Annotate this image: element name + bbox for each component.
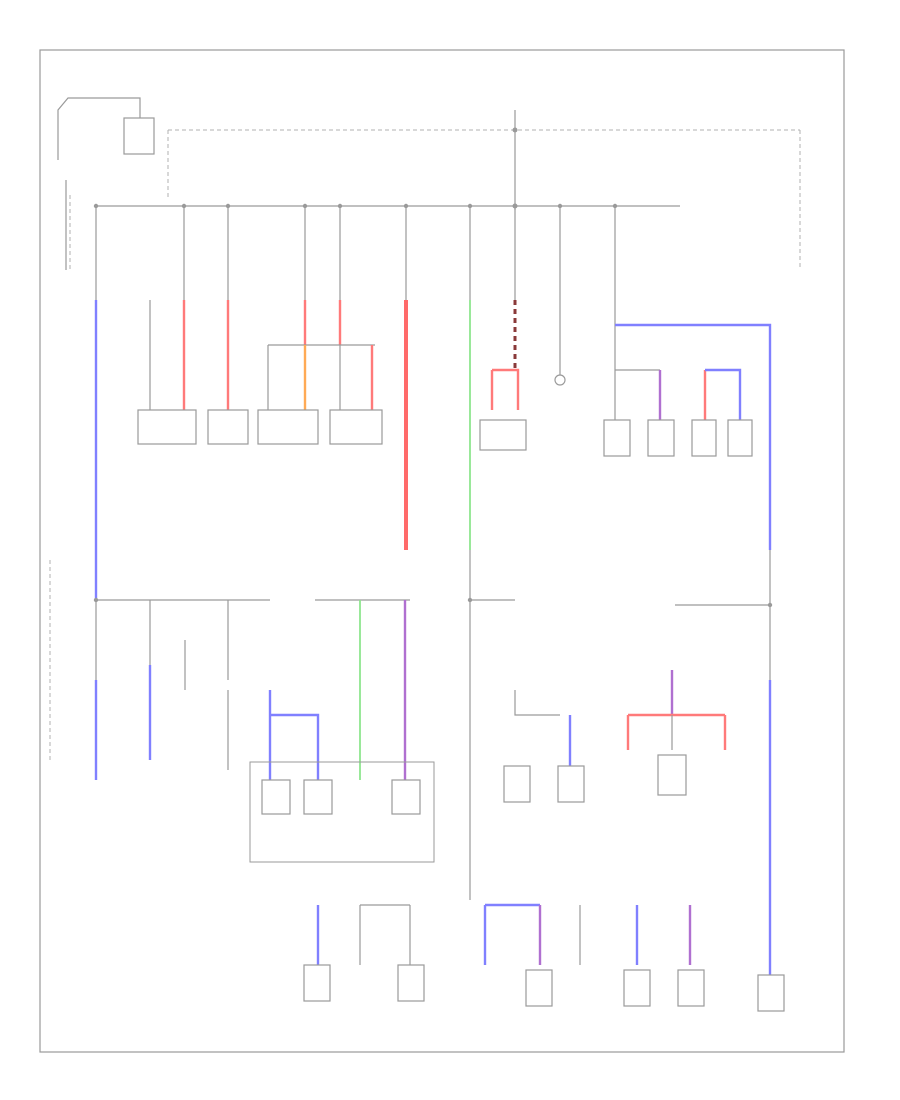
upper-components [137,374,753,457]
component-box-11 [303,779,333,815]
component-box-1 [137,409,197,445]
component-box-20 [677,969,705,1007]
component-box-5 [479,419,527,451]
component-box-13 [503,765,531,803]
component-box-2 [207,409,249,445]
component-box-6 [603,419,631,457]
middle-wiring [93,300,773,690]
relay-group-box [249,761,435,863]
lower-right-wiring [626,670,772,975]
component-box-4 [329,409,383,445]
lower-left-wiring [94,600,572,900]
component-box-18 [525,969,553,1007]
component-box-10 [261,779,291,815]
component-box-16 [303,964,331,1002]
battery-section [57,97,155,270]
component-box-19 [623,969,651,1007]
component-box-12 [391,779,421,815]
bottom-components [303,964,785,1012]
bottom-wiring [316,903,692,965]
component-box-3 [257,409,319,445]
upper-component-wiring [149,300,772,550]
component-box-9 [727,419,753,457]
middle-components [249,754,687,863]
component-box-14 [557,765,585,803]
fuse-drops [93,203,618,300]
component-box-21 [757,974,785,1012]
component-box-8 [691,419,717,457]
diagram-frame [39,49,845,1053]
main-bus [96,110,801,270]
battery-component [123,117,155,155]
component-box-7 [647,419,675,457]
component-box-17 [397,964,425,1002]
component-box-15 [657,754,687,796]
